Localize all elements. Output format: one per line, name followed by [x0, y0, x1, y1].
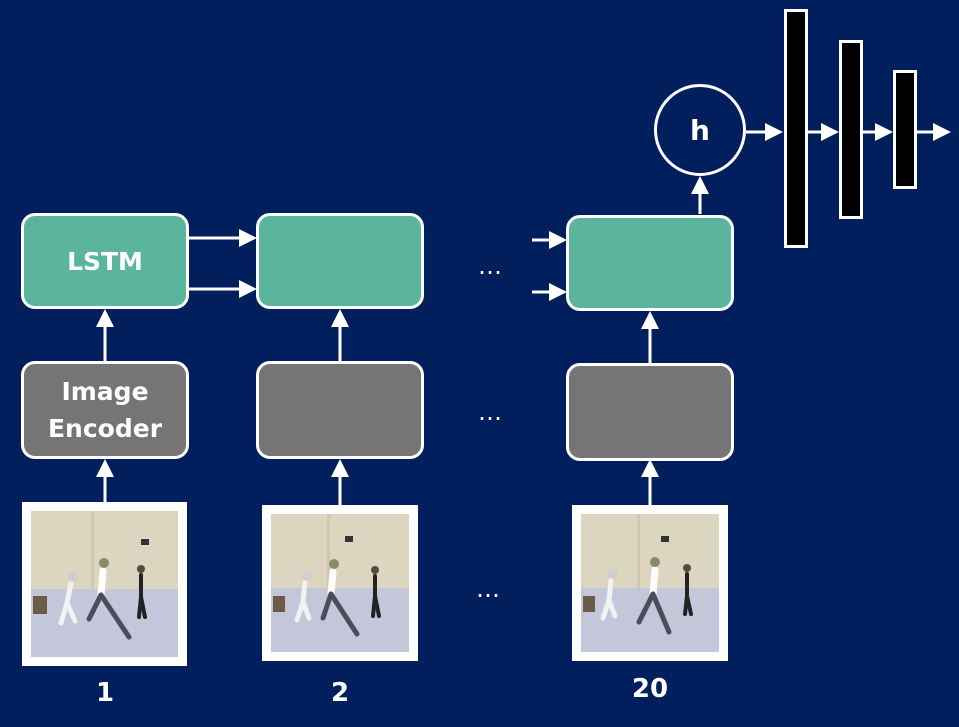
frame-label-1: 1 — [95, 678, 115, 708]
lstm-cell-2 — [256, 213, 424, 309]
ellipsis-frame-row: … — [476, 575, 503, 603]
fencing-frame-photo — [31, 511, 178, 657]
frame-label-2: 2 — [330, 678, 350, 708]
lstm-label: LSTM — [67, 246, 143, 276]
ellipsis-lstm-row: … — [478, 252, 505, 280]
image-encoder-2 — [256, 361, 424, 459]
dense-layer-2 — [839, 40, 863, 219]
image-encoder-label: Image Encoder — [47, 377, 163, 443]
fencing-frame-photo — [271, 514, 409, 652]
video-frame-2 — [262, 505, 418, 661]
fencing-frame-photo — [581, 514, 719, 652]
frame-label-20: 20 — [631, 674, 669, 704]
hidden-state-node: h — [654, 84, 746, 176]
dense-layer-3 — [893, 70, 917, 189]
lstm-cell-1: LSTM — [21, 213, 189, 309]
hidden-state-label: h — [690, 113, 710, 147]
video-frame-20 — [572, 505, 728, 661]
image-encoder-20 — [566, 363, 734, 461]
lstm-cell-20 — [566, 215, 734, 311]
ellipsis-encoder-row: … — [478, 398, 505, 426]
dense-layer-1 — [784, 9, 808, 248]
image-encoder-1: Image Encoder — [21, 361, 189, 459]
video-frame-1 — [22, 502, 187, 666]
